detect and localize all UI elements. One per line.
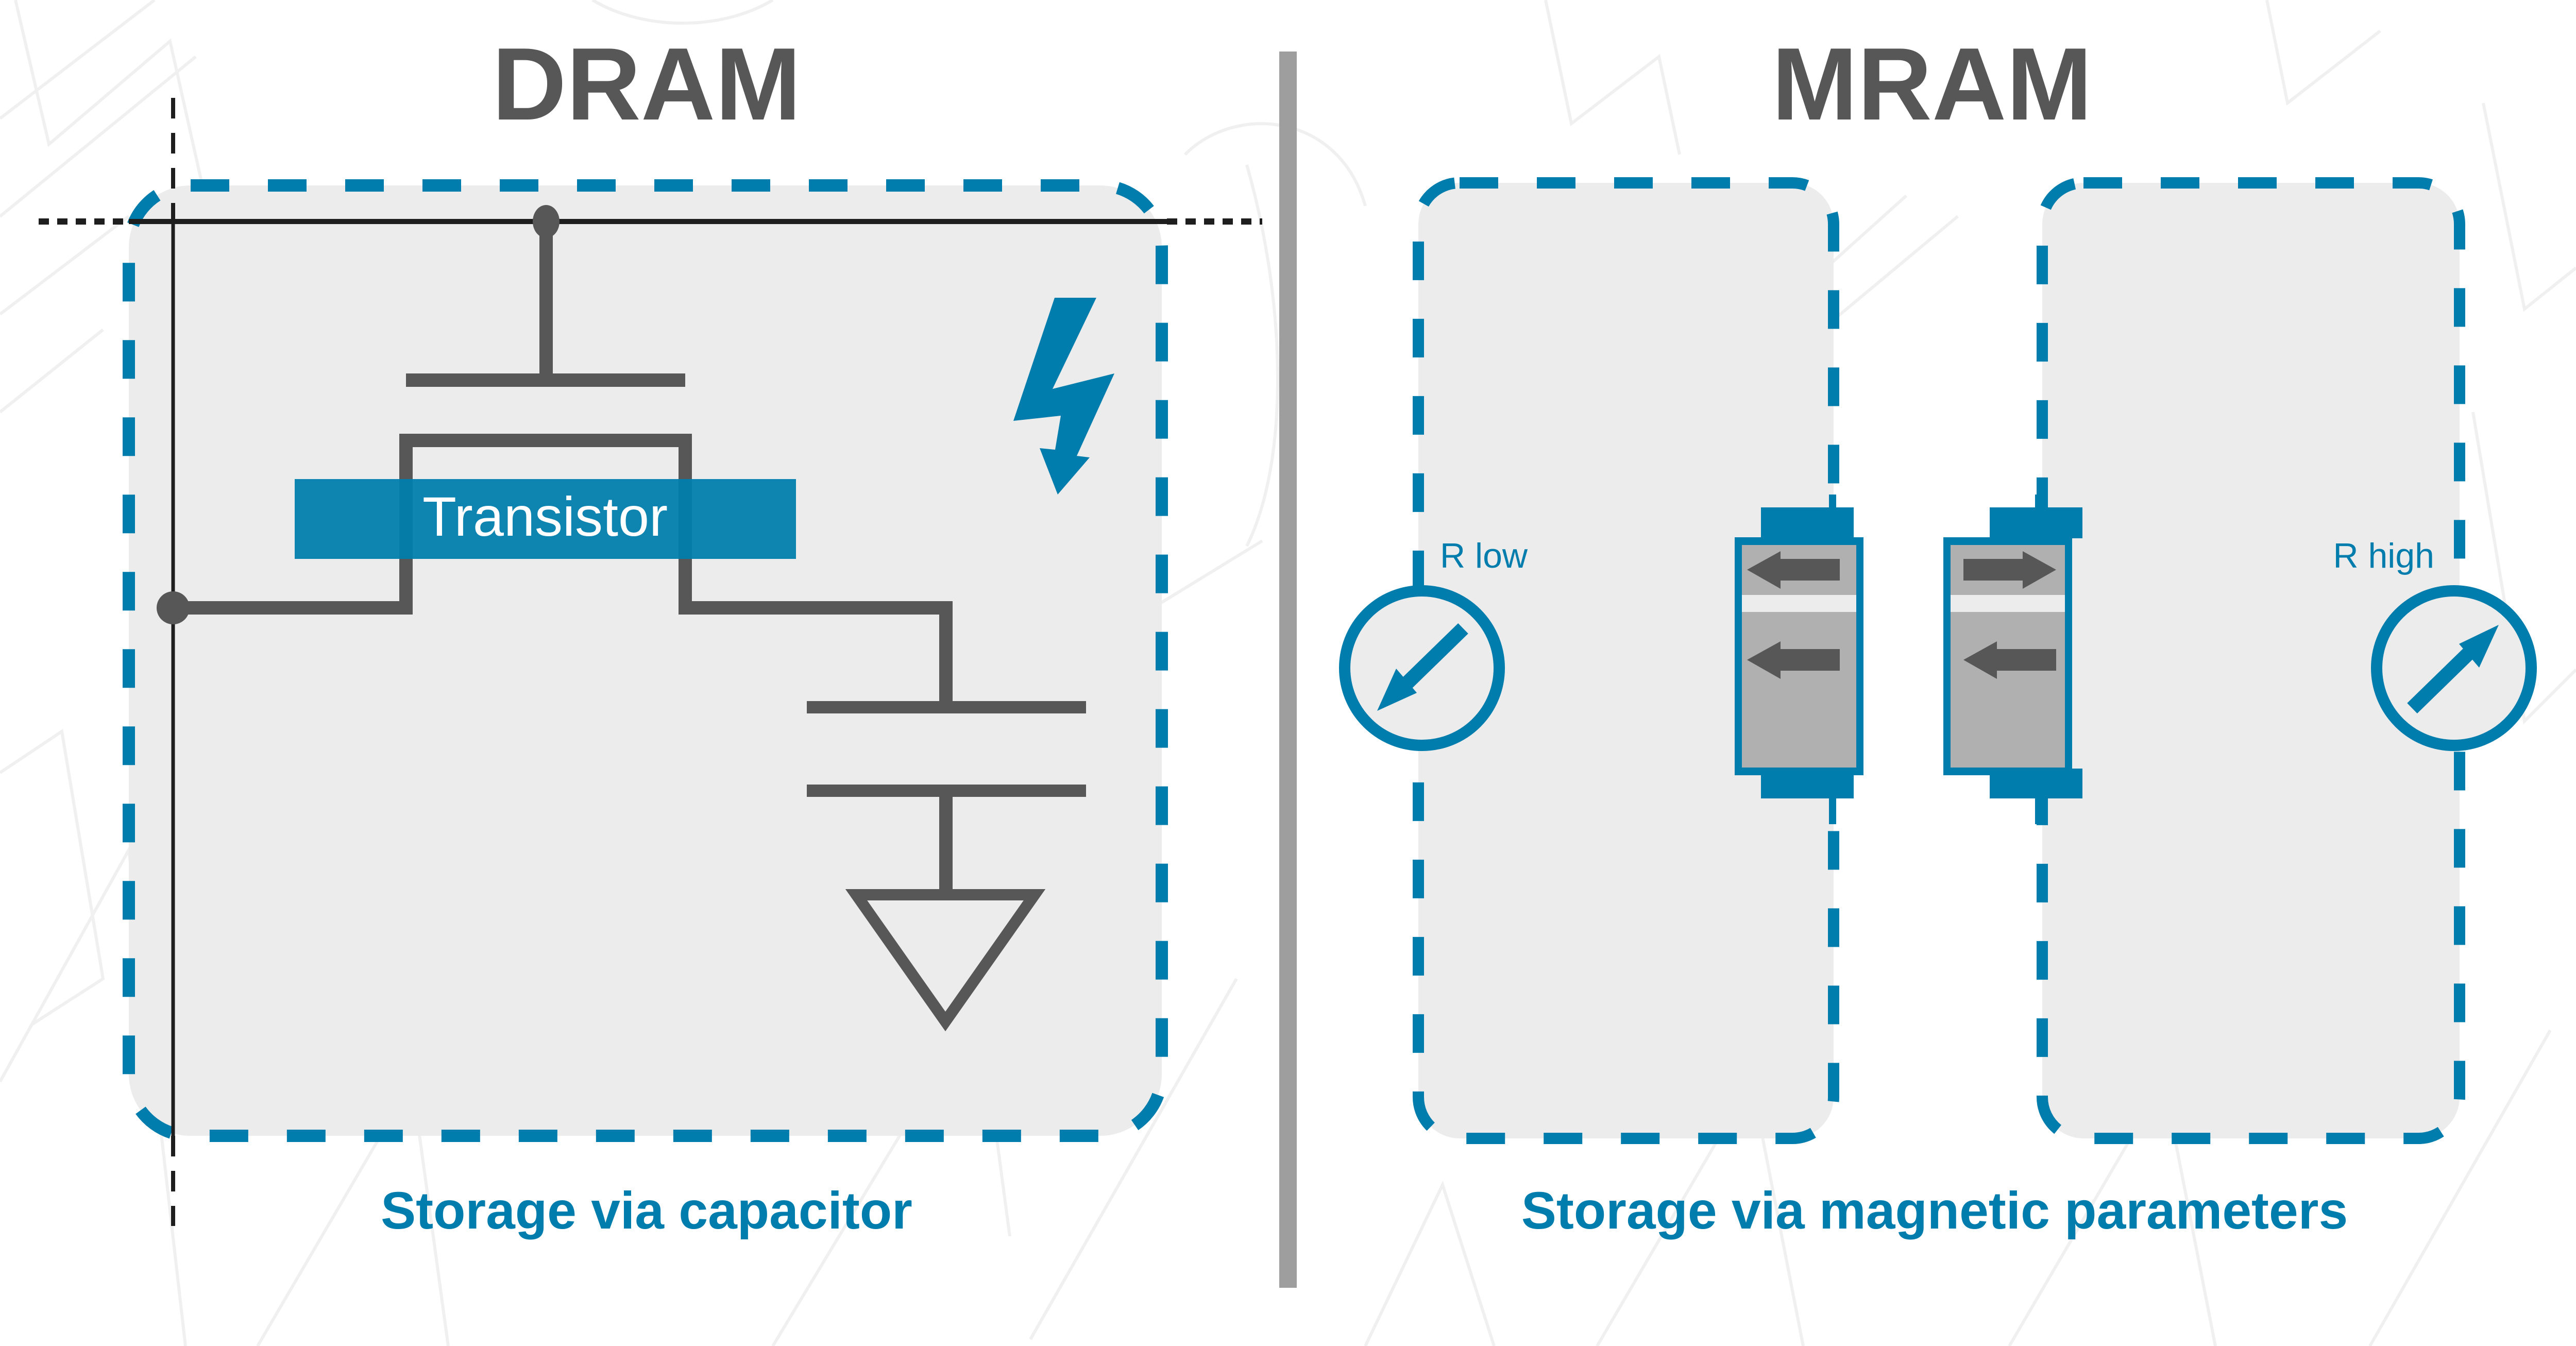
arrow-left-icon xyxy=(1963,641,2056,679)
r-high-label: R high xyxy=(2333,536,2434,575)
mram-caption: Storage via magnetic parameters xyxy=(1521,1181,2348,1240)
mtj-cell-parallel xyxy=(1735,495,1863,824)
arrow-left-icon xyxy=(1747,641,1840,679)
dram-caption: Storage via capacitor xyxy=(381,1181,912,1240)
capacitor-symbol-icon xyxy=(807,701,1086,896)
transistor-label: Transistor xyxy=(295,479,796,559)
section-divider xyxy=(1279,52,1297,1288)
transistor-symbol xyxy=(157,205,953,707)
lightning-bolt-icon xyxy=(1013,298,1114,495)
r-low-label: R low xyxy=(1440,536,1528,575)
arrow-left-icon xyxy=(1747,551,1840,589)
bitline-junction-dot xyxy=(157,591,190,624)
transistor-label-text: Transistor xyxy=(422,485,668,548)
mtj-cell-antiparallel xyxy=(1943,495,2082,824)
mram-title: MRAM xyxy=(1772,27,2092,142)
dram-cell-panel xyxy=(123,179,1168,1142)
resistance-high-meter-icon xyxy=(2371,585,2537,751)
ground-symbol-icon xyxy=(845,889,1046,1032)
arrow-right-icon xyxy=(1963,551,2056,589)
resistance-low-meter-icon xyxy=(1339,585,1505,751)
dram-title: DRAM xyxy=(492,27,801,142)
